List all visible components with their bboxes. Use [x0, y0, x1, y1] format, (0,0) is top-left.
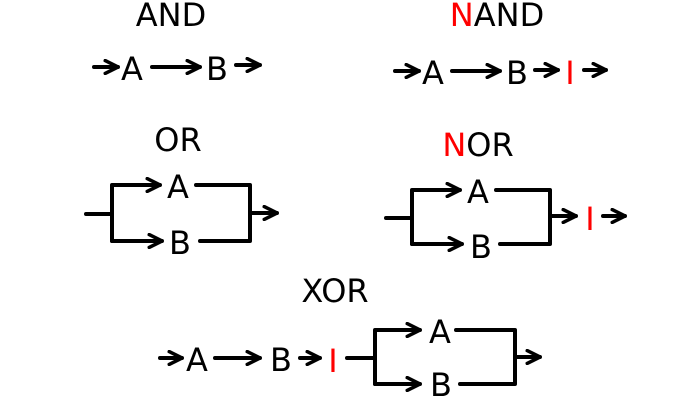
nor-title-rest: OR — [466, 126, 513, 164]
nor-title-prefix: N — [442, 126, 466, 164]
nand-input-b: B — [506, 54, 528, 92]
or-input-b: B — [169, 224, 191, 262]
xor-gate: XOR A B I A B — [158, 272, 542, 400]
nor-right-branch — [494, 188, 552, 246]
nor-input-a: A — [467, 173, 489, 211]
or-right-branch — [194, 183, 252, 243]
and-title: AND — [136, 0, 206, 34]
nand-input-a: A — [422, 54, 444, 92]
nand-title-prefix: N — [450, 0, 474, 34]
nand-gate: NAND A B I — [393, 0, 608, 92]
nor-input-b: B — [470, 228, 492, 266]
nand-title-rest: AND — [474, 0, 544, 34]
nor-gate: NOR A B I — [384, 126, 627, 266]
or-input-a: A — [167, 168, 189, 206]
xor-parallel-b: B — [430, 366, 452, 400]
xor-top-branch — [373, 330, 422, 386]
xor-right-branch — [454, 328, 517, 386]
or-top-branch — [110, 185, 162, 243]
nor-top-branch — [410, 190, 462, 246]
and-input-b: B — [206, 50, 228, 88]
nand-title: NAND — [450, 0, 544, 34]
nor-inverter: I — [585, 200, 594, 238]
nor-title: NOR — [442, 126, 513, 164]
nand-inverter: I — [565, 54, 574, 92]
xor-series-b: B — [270, 341, 292, 379]
xor-title: XOR — [301, 272, 368, 310]
or-title: OR — [154, 121, 201, 159]
and-gate: AND A B — [92, 0, 262, 88]
or-gate: OR A B — [84, 121, 279, 262]
xor-parallel-a: A — [429, 313, 451, 351]
xor-series-a: A — [186, 341, 208, 379]
and-input-a: A — [121, 50, 143, 88]
xor-inverter: I — [328, 342, 337, 380]
